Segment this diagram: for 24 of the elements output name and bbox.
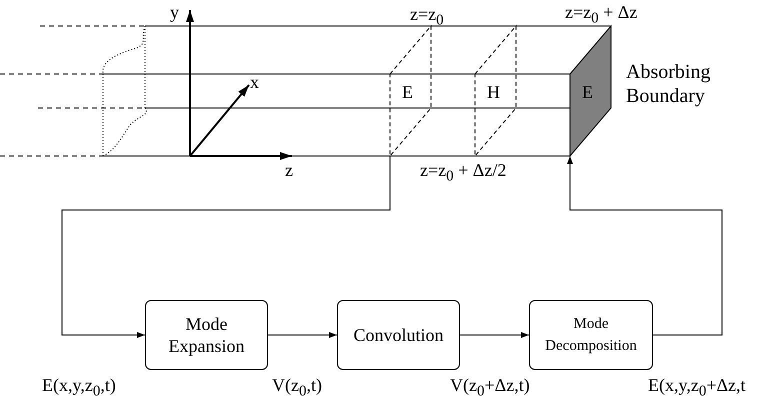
arrow (268, 332, 338, 338)
arrow (567, 156, 722, 336)
axis-label: z (285, 160, 293, 180)
position-label: z=z$_{0}$ + Δz (565, 2, 638, 29)
position-label: z=z$_{0}$ (410, 4, 444, 31)
boundary-plane (570, 26, 612, 156)
boundary-label: Absorbing Boundary (626, 60, 712, 108)
edge-label: E(x,y,z$_{0}$+Δz,t (648, 375, 746, 400)
field-plane (390, 26, 432, 156)
edge-label: E(x,y,z$_{0}$,t) (42, 375, 116, 400)
position-label: z=z$_{0}$ + Δz/2 (420, 160, 506, 187)
process-box: Mode Decomposition (529, 300, 653, 370)
axis-label: x (250, 72, 259, 92)
edge-label: V(z$_{0}$,t) (272, 375, 322, 400)
process-box: Mode Expansion (145, 300, 268, 370)
process-box: Convolution (337, 300, 460, 370)
plane-label: E (402, 82, 413, 102)
edge-label: V(z$_{0}$+Δz,t) (450, 375, 530, 400)
arrow (62, 156, 390, 338)
arrow (460, 332, 530, 338)
plane-label: E (582, 82, 593, 102)
field-plane (475, 26, 517, 156)
plane-label: H (487, 82, 500, 102)
axis-label: y (170, 2, 179, 22)
